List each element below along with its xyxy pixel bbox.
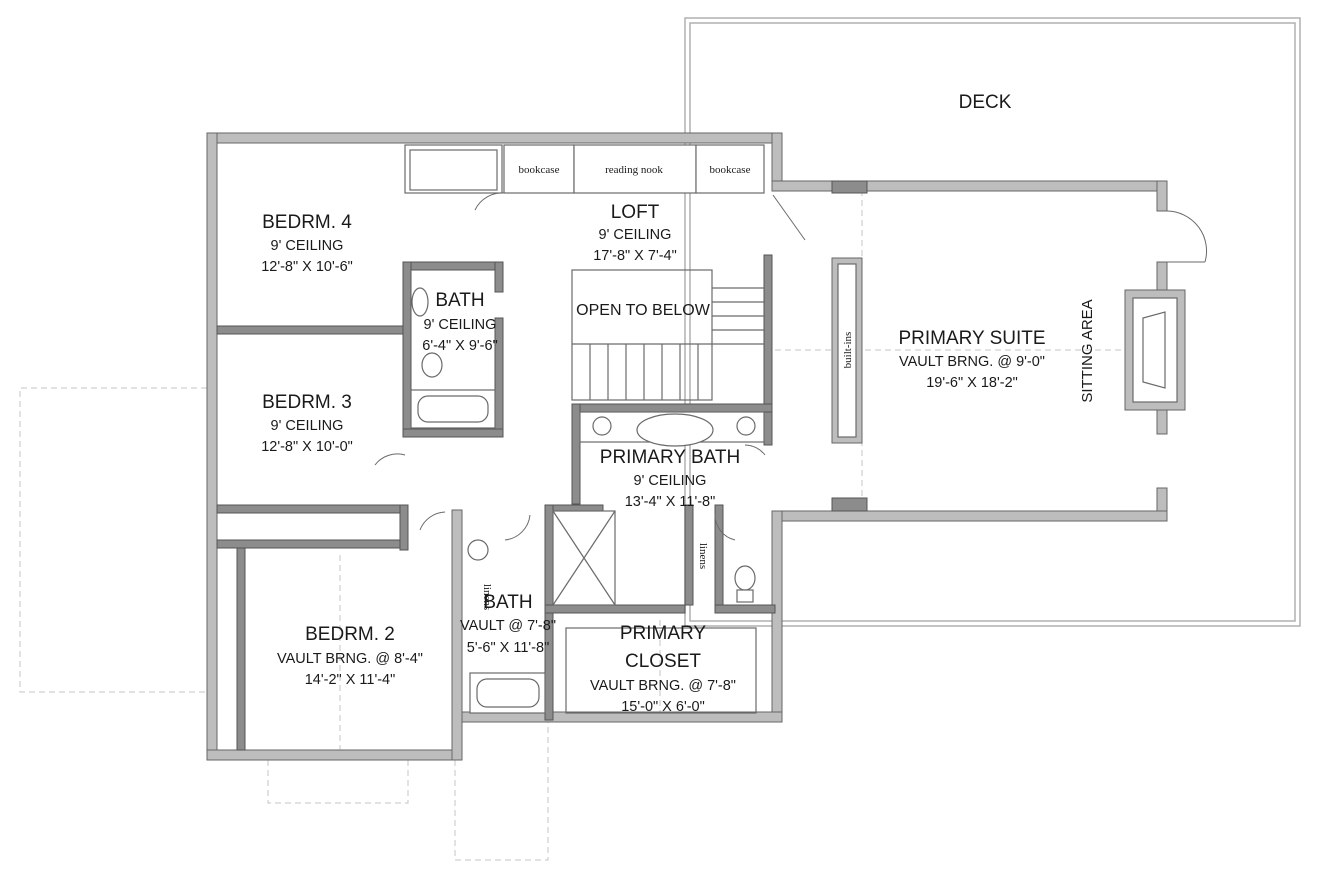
primary-bath-size: 13'-4" X 11'-8"	[625, 494, 716, 510]
fireplace	[1124, 289, 1186, 411]
deck	[684, 17, 1301, 627]
linens-right-label: linens	[697, 543, 709, 569]
bookcase-left-label: bookcase	[519, 164, 560, 176]
door-swings	[374, 192, 1208, 541]
interior-walls	[216, 180, 868, 751]
bedroom3-name: BEDRM. 3	[262, 392, 352, 413]
open-to-below-label: OPEN TO BELOW	[576, 302, 711, 319]
bookcase-nook-boxes	[404, 144, 765, 194]
primary-suite-ceiling: VAULT BRNG. @ 9'-0"	[899, 354, 1045, 370]
bedroom4-name: BEDRM. 4	[262, 212, 352, 233]
bedroom4-size: 12'-8" X 10'-6"	[261, 259, 353, 275]
primary-bath-name: PRIMARY BATH	[600, 447, 740, 468]
primary-bath-ceiling: 9' CEILING	[634, 473, 707, 489]
room-labels: DECK bookcase reading nook bookcase LOFT…	[261, 92, 1096, 715]
bedroom2-size: 14'-2" X 11'-4"	[305, 672, 396, 688]
bath-lower-name: BATH	[483, 592, 532, 613]
stairs	[571, 269, 764, 401]
loft-name: LOFT	[611, 202, 660, 223]
bedroom4-ceiling: 9' CEILING	[271, 238, 344, 254]
loft-size: 17'-8" X 7'-4"	[593, 248, 677, 264]
bookcase-right-label: bookcase	[710, 164, 751, 176]
bedroom3-ceiling: 9' CEILING	[271, 418, 344, 434]
bath-upper-ceiling: 9' CEILING	[424, 317, 497, 333]
primary-suite-size: 19'-6" X 18'-2"	[926, 375, 1018, 391]
bedroom2-name: BEDRM. 2	[305, 624, 395, 645]
bedroom3-size: 12'-8" X 10'-0"	[261, 439, 353, 455]
primary-closet-name-2: CLOSET	[625, 651, 701, 672]
primary-closet-ceiling: VAULT BRNG. @ 7'-8"	[590, 678, 736, 694]
bath-upper-size: 6'-4" X 9'-6"	[422, 338, 497, 354]
bedroom2-ceiling: VAULT BRNG. @ 8'-4"	[277, 651, 423, 667]
bath-fixtures	[410, 287, 765, 714]
reading-nook-label: reading nook	[605, 164, 663, 176]
linens-left-label: linens	[481, 584, 493, 610]
deck-label: DECK	[959, 92, 1012, 113]
bath-upper-name: BATH	[435, 290, 484, 311]
bath-lower-size: 5'-6" X 11'-8"	[467, 640, 549, 656]
sitting-area-label: SITTING AREA	[1079, 299, 1096, 402]
primary-closet-size: 15'-0" X 6'-0"	[621, 699, 705, 715]
bath-lower-ceiling: VAULT @ 7'-8"	[460, 618, 556, 634]
builtins-label: built-ins	[842, 332, 854, 369]
primary-closet-name-1: PRIMARY	[620, 623, 707, 644]
loft-ceiling: 9' CEILING	[599, 227, 672, 243]
primary-suite-name: PRIMARY SUITE	[898, 328, 1045, 349]
